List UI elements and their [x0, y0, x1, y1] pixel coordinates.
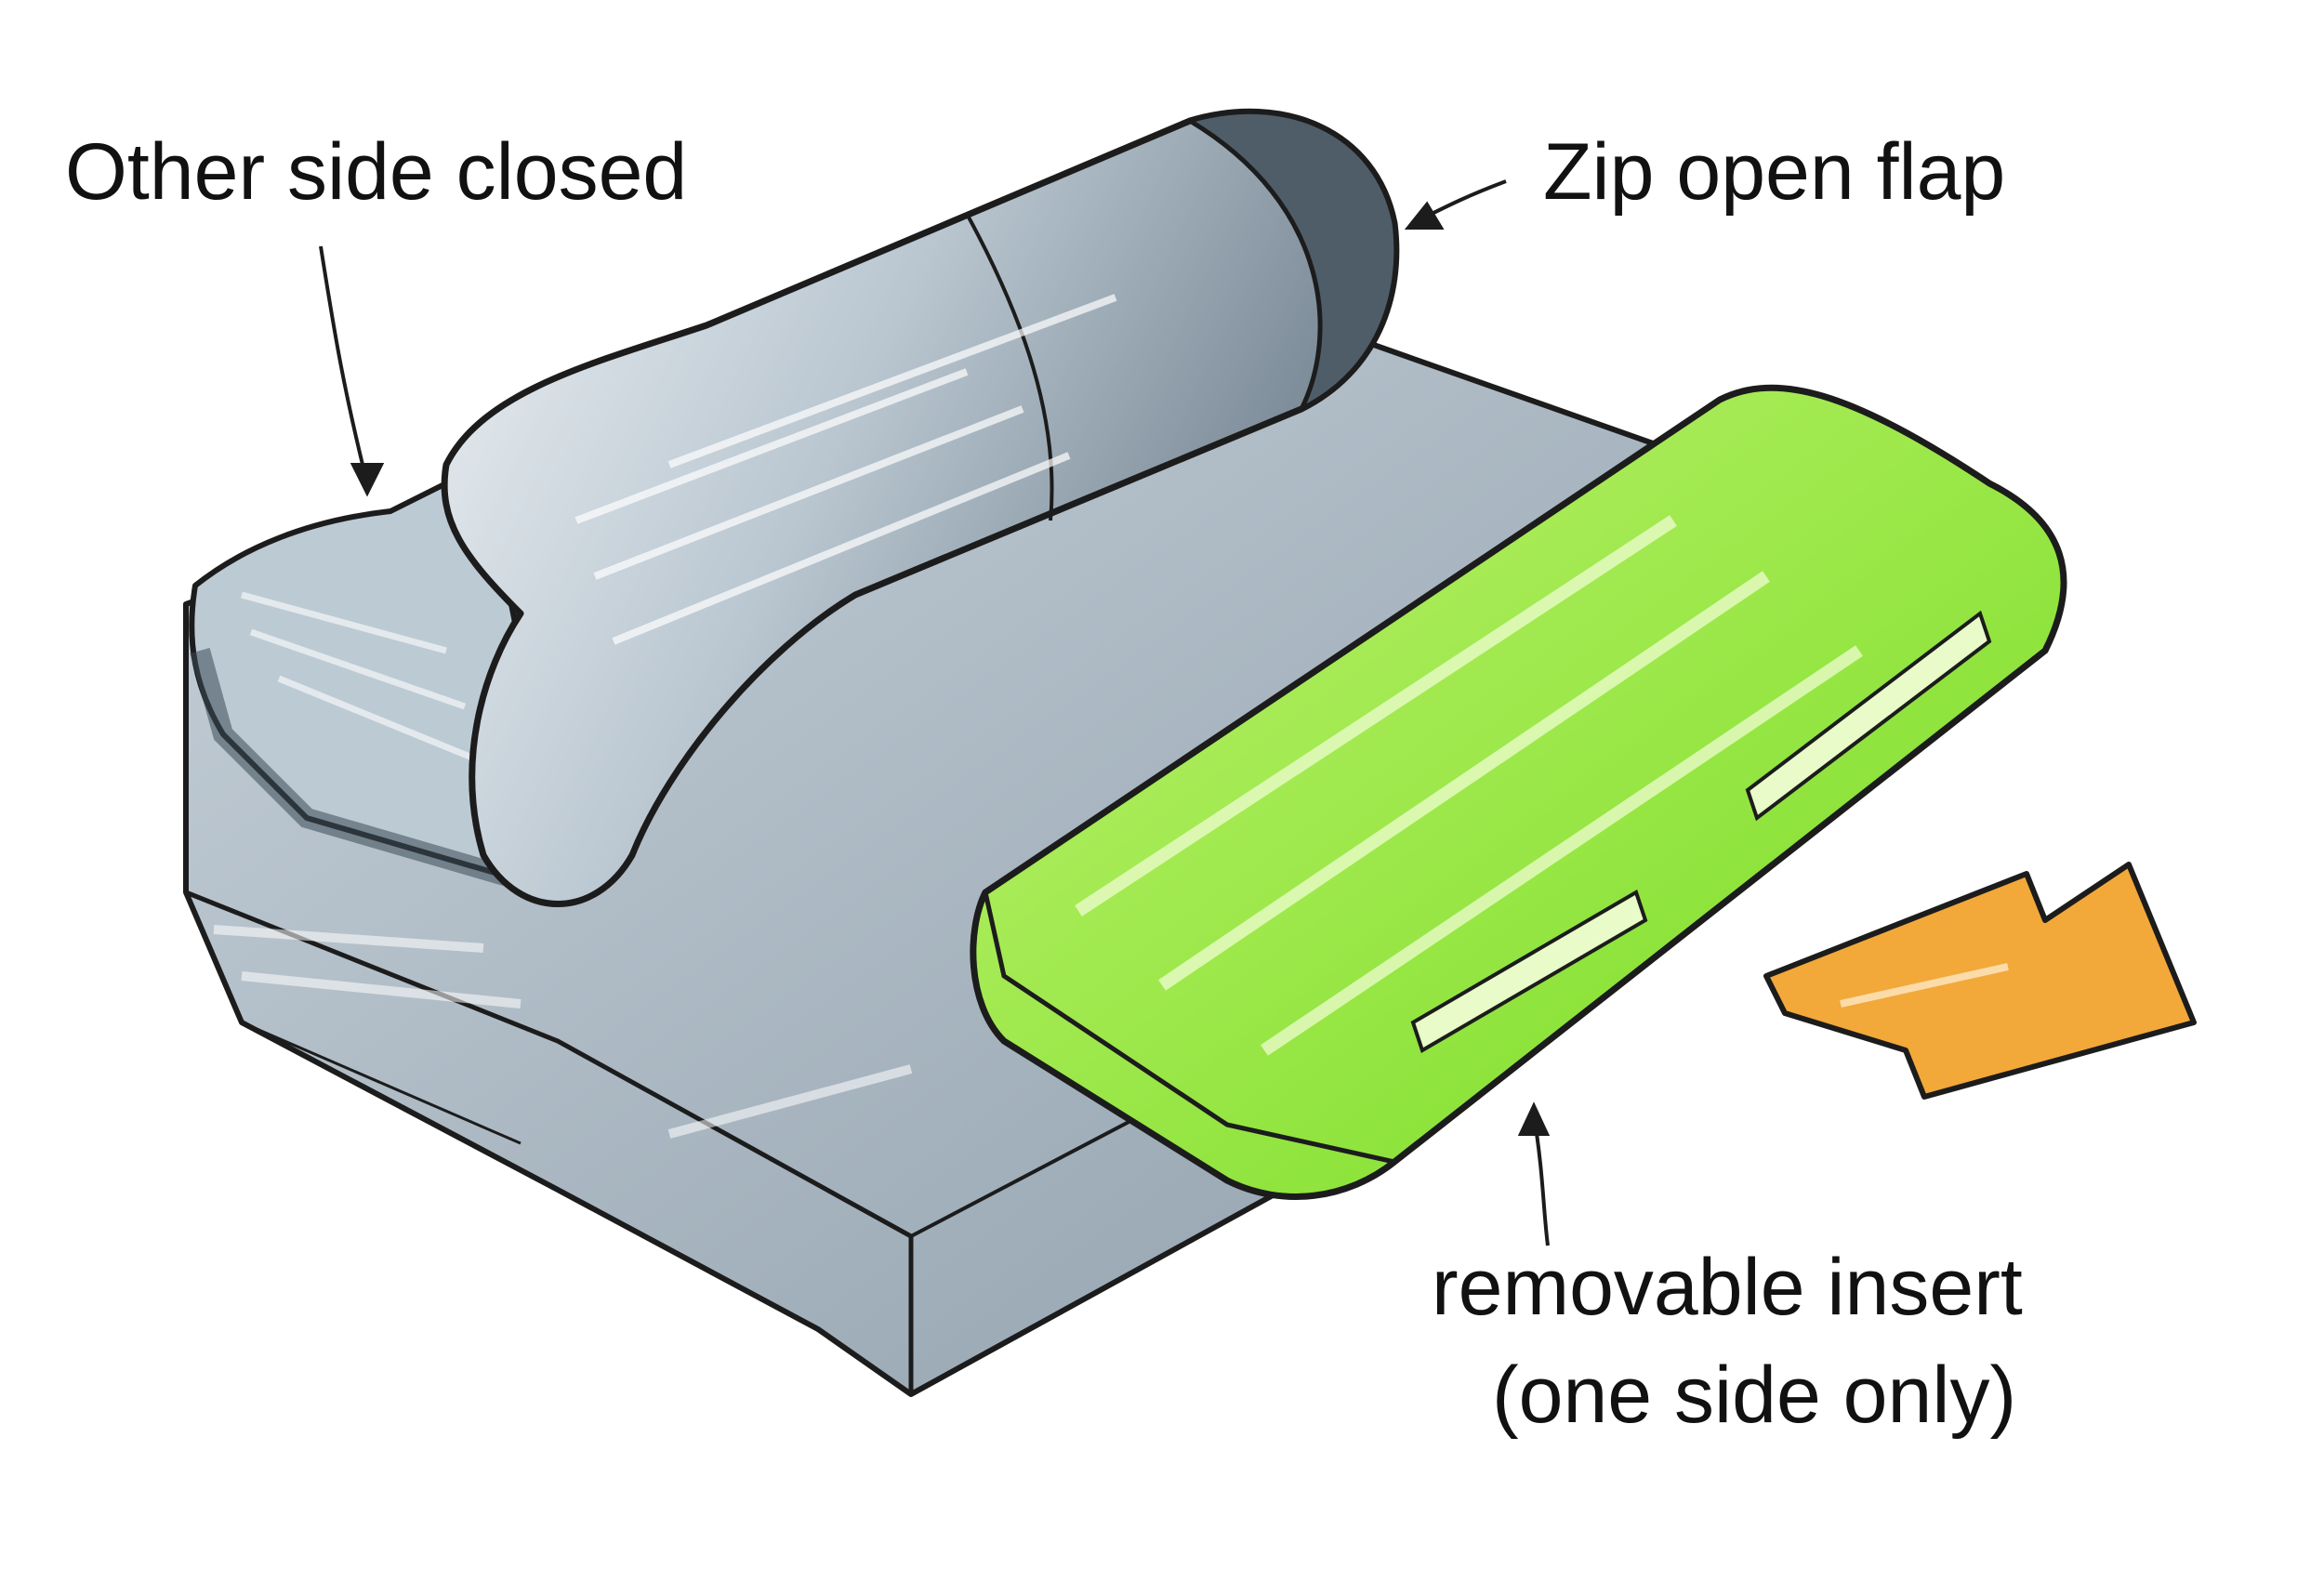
removable-insert [970, 384, 2067, 1200]
annotation-other-side-closed: Other side closed [65, 127, 688, 217]
zip-open-flap [441, 108, 1400, 907]
big-arrow-right-icon [1763, 862, 2197, 1100]
annotation-one-side-only: (one side only) [1492, 1351, 2017, 1440]
annotation-removable-insert: removable insert [1432, 1243, 2023, 1332]
annotation-zip-open-flap: Zip open flap [1543, 127, 2006, 217]
leader-arrows [319, 179, 1551, 1246]
